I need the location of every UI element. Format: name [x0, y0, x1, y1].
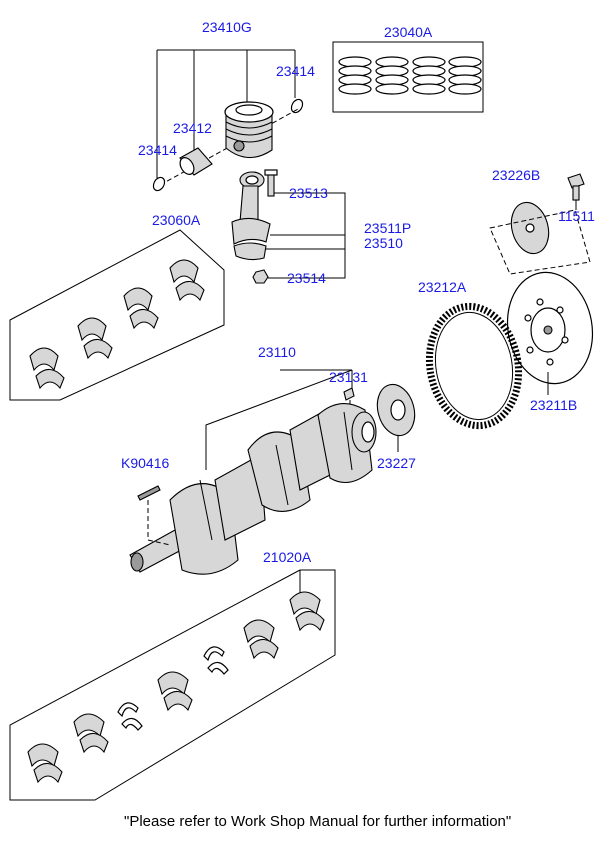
dowel-pin [137, 485, 161, 501]
label-21020A: 21020A [263, 549, 312, 565]
piston-pin [179, 147, 213, 176]
label-11511: 11511 [558, 208, 595, 224]
rod-nut [252, 269, 269, 284]
label-23040A: 23040A [384, 24, 433, 40]
label-23212A: 23212A [418, 279, 467, 295]
label-23511P: 23511P [364, 220, 411, 236]
drive-plate-group [425, 173, 594, 430]
crankshaft-key [343, 387, 355, 401]
label-23510: 23510 [364, 235, 403, 251]
connecting-rod [231, 171, 271, 261]
label-23514: 23514 [287, 270, 326, 286]
adapter-plate [510, 201, 550, 255]
ring-stack-1 [338, 56, 372, 95]
ring-gear [425, 302, 523, 430]
sensor-wheel [376, 383, 416, 437]
piston-rings-set [332, 41, 484, 113]
rod-bolt [264, 169, 278, 197]
label-23414-left: 23414 [138, 142, 177, 158]
rod-bearings-box [9, 229, 225, 401]
label-23060A: 23060A [152, 212, 201, 228]
label-23412: 23412 [173, 120, 212, 136]
label-23227: 23227 [377, 455, 416, 471]
ring-stack-2 [375, 56, 409, 95]
crankshaft-group [129, 369, 416, 575]
bearing-shell [29, 259, 205, 390]
label-23226B: 23226B [492, 167, 540, 183]
label-23414-top: 23414 [276, 63, 315, 79]
main-bearing-shell [27, 591, 325, 784]
footer-note: "Please refer to Work Shop Manual for fu… [124, 813, 511, 830]
piston-assembly-group [152, 49, 304, 192]
piston [224, 101, 274, 159]
drive-plate [506, 271, 594, 385]
flywheel-bolt [567, 173, 585, 201]
ring-stack-4 [448, 56, 482, 95]
ring-stack-3 [412, 56, 446, 95]
label-23131: 23131 [329, 369, 368, 385]
label-23110: 23110 [258, 344, 296, 360]
crankshaft [129, 403, 377, 575]
main-bearings-box [9, 569, 336, 801]
label-23513: 23513 [289, 185, 328, 201]
connecting-rod-assembly [231, 169, 346, 284]
label-23410G: 23410G [202, 19, 252, 35]
label-K90416: K90416 [121, 455, 169, 471]
label-23211B: 23211B [530, 397, 577, 413]
